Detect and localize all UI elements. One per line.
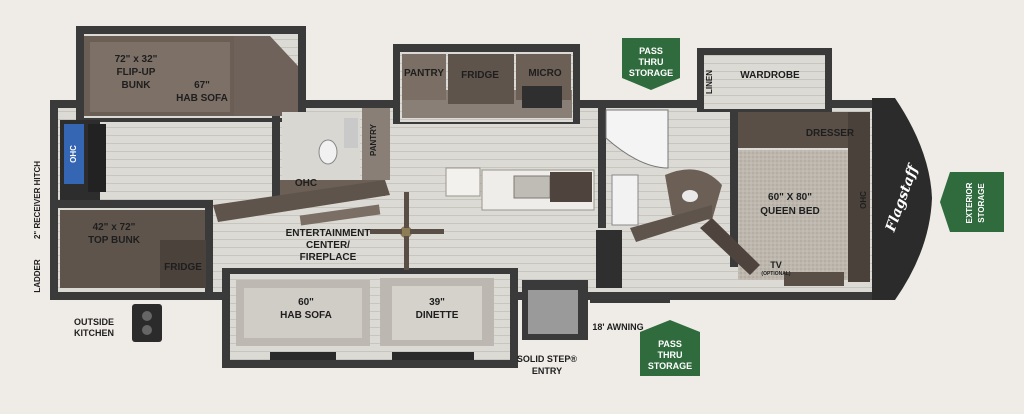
pantry-vertical-label: PANTRY — [369, 123, 378, 156]
flip-up-bunk-size: 72" x 32" — [115, 54, 158, 65]
flip-up-bunk-label-2: BUNK — [122, 80, 152, 91]
rear-hab-sofa-label: HAB SOFA — [176, 93, 228, 104]
storage-top-line-2: THRU — [639, 57, 664, 67]
storage-bottom-line-1: PASS — [658, 339, 682, 349]
living-hab-sofa-label: HAB SOFA — [280, 310, 332, 321]
storage-top-line-3: STORAGE — [629, 68, 673, 78]
living-hab-sofa-size: 60" — [298, 297, 314, 308]
storage-bottom-line-3: STORAGE — [648, 361, 692, 371]
bath-ohc-label: OHC — [295, 178, 317, 189]
rear-hab-sofa-size: 67" — [194, 80, 210, 91]
rear-fridge-label: FRIDGE — [164, 262, 202, 273]
solid-step-line-1: SOLID STEP® — [517, 354, 578, 364]
ladder-label: LADDER — [33, 259, 42, 293]
awning-label: 18' AWNING — [592, 322, 643, 332]
wardrobe-label: WARDROBE — [740, 70, 800, 81]
pantry-label: PANTRY — [404, 68, 444, 79]
tv-label: TV — [770, 260, 782, 270]
outside-kitchen-line-1: OUTSIDE — [74, 317, 114, 327]
front-ohc-label: OHC — [859, 191, 868, 209]
queen-bed-label: QUEEN BED — [760, 206, 819, 217]
dinette-label: DINETTE — [416, 310, 459, 321]
storage-exterior-line-1: EXTERIOR — [965, 182, 974, 223]
storage-bottom-badge: PASS THRU STORAGE — [640, 320, 700, 376]
tv-optional-label: (OPTIONAL) — [761, 271, 790, 277]
solid-step-line-2: ENTRY — [532, 366, 562, 376]
top-bunk-label: TOP BUNK — [88, 235, 141, 246]
receiver-hitch-label: 2" RECEIVER HITCH — [33, 161, 42, 239]
fridge-label: FRIDGE — [461, 70, 499, 81]
outside-kitchen-line-2: KITCHEN — [74, 328, 114, 338]
storage-top-line-1: PASS — [639, 46, 663, 56]
top-bunk-size: 42" x 72" — [93, 222, 136, 233]
linen-label: LINEN — [705, 70, 714, 94]
flip-up-bunk-label: FLIP-UP — [117, 67, 156, 78]
queen-bed-size: 60" X 80" — [768, 192, 812, 203]
storage-bottom-line-2: THRU — [658, 350, 683, 360]
storage-exterior-line-2: STORAGE — [977, 183, 986, 223]
entertainment-line-3: FIREPLACE — [300, 252, 357, 263]
entertainment-line-1: ENTERTAINMENT — [286, 228, 371, 239]
entertainment-line-2: CENTER/ — [306, 240, 350, 251]
rear-ohc-label: OHC — [69, 145, 78, 163]
dresser-label: DRESSER — [806, 128, 855, 139]
ceiling-fan-icon — [370, 192, 444, 270]
interior-cabinetry — [58, 36, 870, 360]
micro-label: MICRO — [528, 68, 562, 79]
storage-exterior-badge: EXTERIOR STORAGE — [940, 172, 1004, 232]
storage-top-badge: PASS THRU STORAGE — [622, 38, 680, 90]
dinette-size: 39" — [429, 297, 445, 308]
